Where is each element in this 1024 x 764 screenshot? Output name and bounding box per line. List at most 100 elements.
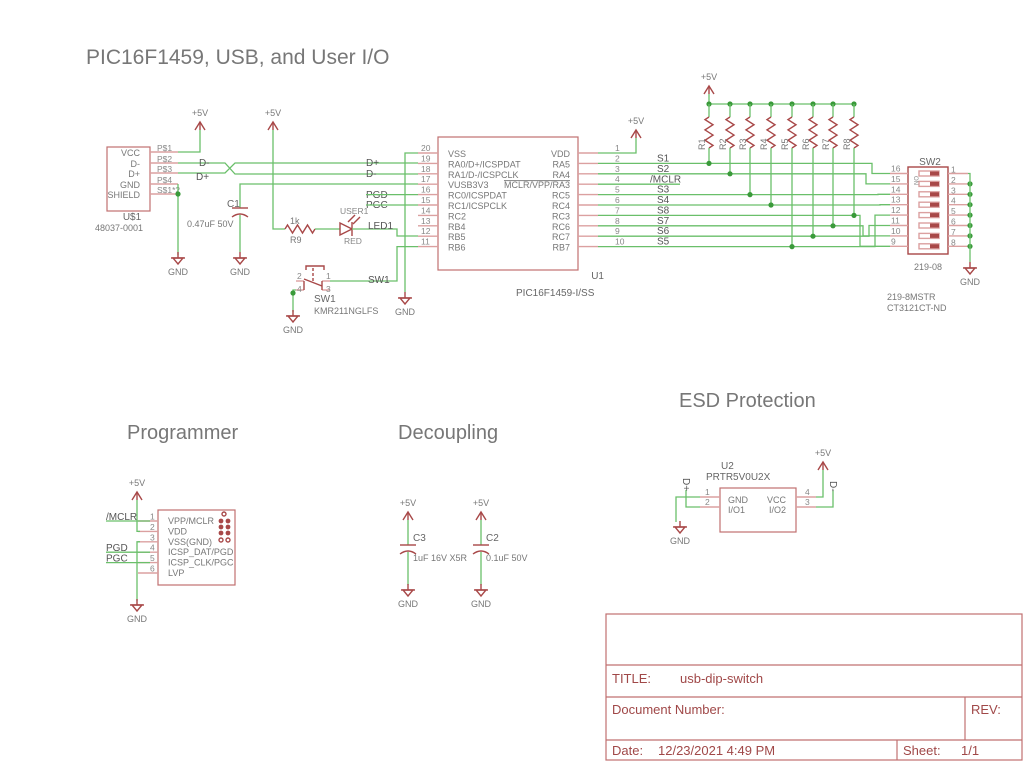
net-label-switch: S4 — [657, 195, 670, 206]
sw2-pin-number: 16 — [891, 164, 901, 174]
u1-pin-number: 18 — [421, 164, 431, 174]
programmer-pin-number: 5 — [150, 553, 155, 563]
net-label-pgc-prog: PGC — [106, 554, 128, 565]
dip-switch-lever — [930, 213, 939, 218]
usb-pin-pad: P$4 — [157, 175, 172, 185]
title-block — [605, 613, 1023, 761]
u2-body — [719, 487, 797, 533]
wire-u2-gnd — [675, 496, 700, 522]
sw1-pin-num: 3 — [326, 284, 331, 294]
net-label-switch: S2 — [657, 164, 670, 175]
u1-pin-name: RC1/ICSPCLK — [448, 201, 507, 211]
dip-switch-lever — [930, 171, 939, 176]
junction-dot — [727, 171, 733, 177]
sw2-pin-number: 6 — [951, 217, 956, 227]
sheet-label: Sheet: — [903, 743, 941, 758]
decoupling-cap-ref: C3 — [413, 533, 426, 544]
u1-pin-name: RB5 — [448, 232, 466, 242]
header-pin-icon — [225, 518, 231, 524]
u1-pin-number: 14 — [421, 205, 431, 215]
sw2-pin-number: 7 — [951, 227, 956, 237]
u2-pin-name: VCC — [767, 495, 787, 505]
ground-icon — [673, 526, 687, 535]
net-label-mclr: /MCLR — [650, 175, 681, 186]
u1-pin-number: 17 — [421, 174, 431, 184]
u1-pin-number: 6 — [615, 195, 620, 205]
u1-value: PIC16F1459-I/SS — [516, 288, 595, 299]
programmer-pin-number: 2 — [150, 522, 155, 532]
sw2-pin-number: 5 — [951, 206, 956, 216]
u1-pin-number: 20 — [421, 143, 431, 153]
header-pin-icon — [218, 530, 224, 536]
wire-vdd — [598, 138, 637, 154]
junction-dot — [851, 212, 857, 218]
u1-pin-number: 13 — [421, 216, 431, 226]
sw2-pin-number: 4 — [951, 196, 956, 206]
wire-sw1-gnd — [292, 289, 296, 312]
net-label-d-minus-u1: D- — [366, 169, 377, 180]
wire-d-plus — [178, 162, 418, 174]
sw1-pin-num: 2 — [297, 271, 302, 281]
usb-pin-pad: P$1 — [157, 143, 172, 153]
junction-dot — [706, 160, 712, 166]
pullup-ref: R6 — [801, 138, 811, 150]
u1-pin-number: 15 — [421, 195, 431, 205]
net-label-esd-d-minus: D- — [827, 481, 838, 492]
led-ref: USER1 — [340, 206, 369, 216]
header-pin-icon — [225, 524, 231, 530]
u1-ref: U1 — [591, 271, 604, 282]
supply-5v-label: +5V — [815, 448, 831, 458]
pullup-ref: R5 — [780, 138, 790, 150]
sw2-order-code: CT3121CT-ND — [887, 303, 947, 313]
u1-body — [437, 136, 579, 271]
pullup-ref: R2 — [718, 138, 728, 150]
r9-ref: R9 — [290, 235, 302, 245]
u2-value: PRTR5V0U2X — [706, 472, 771, 483]
sw2-pin-number: 12 — [891, 205, 901, 215]
u1-pin-name: RC2 — [448, 211, 466, 221]
ground-label: GND — [230, 267, 251, 277]
u1-pin-name: RA0/D+/ICSPDAT — [448, 159, 521, 169]
wire-prog-gnd — [136, 541, 140, 601]
usb-pin-name: VCC — [121, 148, 141, 158]
sw2-on-label: ON — [912, 176, 918, 185]
wire-sw1 — [330, 245, 418, 282]
usb-pin-pad: S$1*2 — [157, 185, 180, 195]
ground-label: GND — [471, 599, 492, 609]
net-label-d-minus: D- — [199, 158, 210, 169]
sw2-pin-number: 11 — [891, 216, 900, 226]
u2-pin-name: GND — [728, 495, 749, 505]
sw2-pin-number: 9 — [891, 236, 896, 246]
programmer-pin-name: LVP — [168, 568, 184, 578]
usb-connector-ref: U$1 — [123, 212, 142, 223]
u2-pin-number: 2 — [705, 497, 710, 507]
dip-switch-lever — [930, 223, 939, 228]
u1-pin-number: 8 — [615, 216, 620, 226]
net-label-esd-d-plus: D+ — [680, 478, 691, 491]
u1-pin-name: RA1/D-/ICSPCLK — [448, 170, 519, 180]
wire-switch-net — [598, 214, 890, 247]
dip-switch-lever — [930, 244, 939, 249]
net-label-switch: S1 — [657, 153, 670, 164]
date-value: 12/23/2021 4:49 PM — [658, 743, 775, 758]
net-label-sw1: SW1 — [368, 275, 390, 286]
u1-pin-name: RA4 — [552, 170, 570, 180]
led-icon — [339, 221, 354, 237]
net-label-d-plus: D+ — [196, 172, 209, 183]
wire-prog-vdd — [136, 500, 140, 533]
u2-pin-number: 3 — [805, 497, 810, 507]
sw2-part: 219-8MSTR — [887, 292, 936, 302]
sw2-pin-number: 1 — [951, 165, 956, 175]
programmer-pin-number: 3 — [150, 532, 155, 542]
sw2-ref: SW2 — [919, 157, 941, 168]
u1-pin-number: 9 — [615, 226, 620, 236]
wire-switch-net — [598, 214, 890, 248]
usb-pin-name: D- — [131, 159, 141, 169]
usb-pin-name: D+ — [128, 169, 140, 179]
capacitor-curved-plate — [231, 213, 249, 218]
u1-pin-name: VSS — [448, 149, 466, 159]
c1-ref: C1 — [227, 199, 240, 210]
supply-5v-label: +5V — [265, 108, 281, 118]
led-color: RED — [344, 236, 362, 246]
